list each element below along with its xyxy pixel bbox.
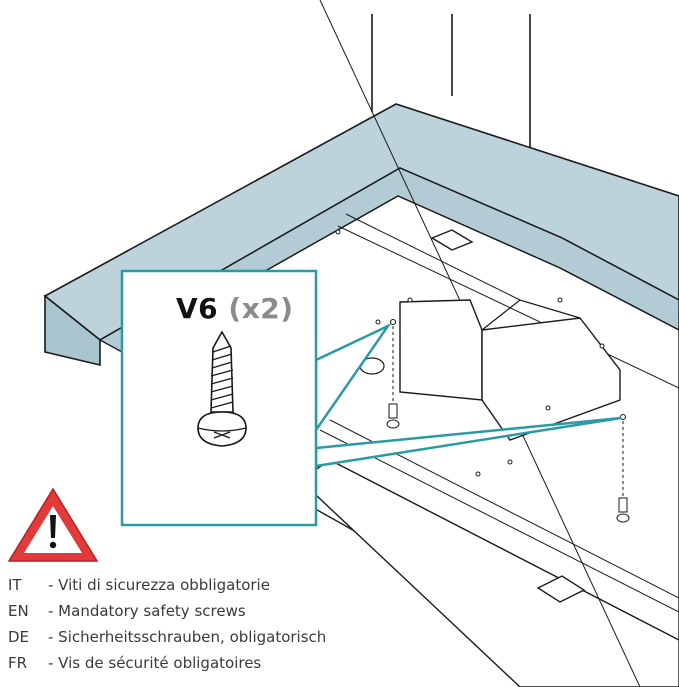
- slot-upper: [430, 229, 474, 251]
- screw-position-right: [616, 413, 630, 523]
- motor-housing: [359, 299, 621, 441]
- chimney-duct: [371, 14, 531, 158]
- warning-row-de: DE - Sicherheitsschrauben, obligatorisch: [8, 624, 428, 650]
- warning-row-fr: FR - Vis de sécurité obligatoires: [8, 650, 428, 676]
- screw-position-left: [386, 318, 400, 429]
- warning-row-en: EN - Mandatory safety screws: [8, 598, 428, 624]
- warning-lang-code: IT: [8, 576, 22, 594]
- screw-callout-title: V6 (x2): [176, 292, 294, 325]
- mount-holes: [335, 229, 605, 477]
- screw-icon: [197, 330, 247, 447]
- warning-lang-code: EN: [8, 602, 29, 620]
- warning-row-it: IT - Viti di sicurezza obbligatorie: [8, 572, 428, 598]
- warning-text: - Vis de sécurité obligatoires: [48, 654, 262, 672]
- warning-text: - Viti di sicurezza obbligatorie: [48, 576, 270, 594]
- slot-lower: [536, 575, 586, 603]
- warning-text: - Mandatory safety screws: [48, 602, 246, 620]
- warning-text: - Sicherheitsschrauben, obligatorisch: [48, 628, 327, 646]
- warning-triangle-icon: [7, 487, 99, 562]
- screw-code: V6: [176, 292, 219, 325]
- warning-lang-code: DE: [8, 628, 30, 646]
- warning-lang-code: FR: [8, 654, 28, 672]
- safety-warnings: IT - Viti di sicurezza obbligatorie EN - M…: [8, 572, 428, 676]
- screw-quantity: (x2): [228, 292, 294, 325]
- hood-front-panel-left: [44, 294, 101, 367]
